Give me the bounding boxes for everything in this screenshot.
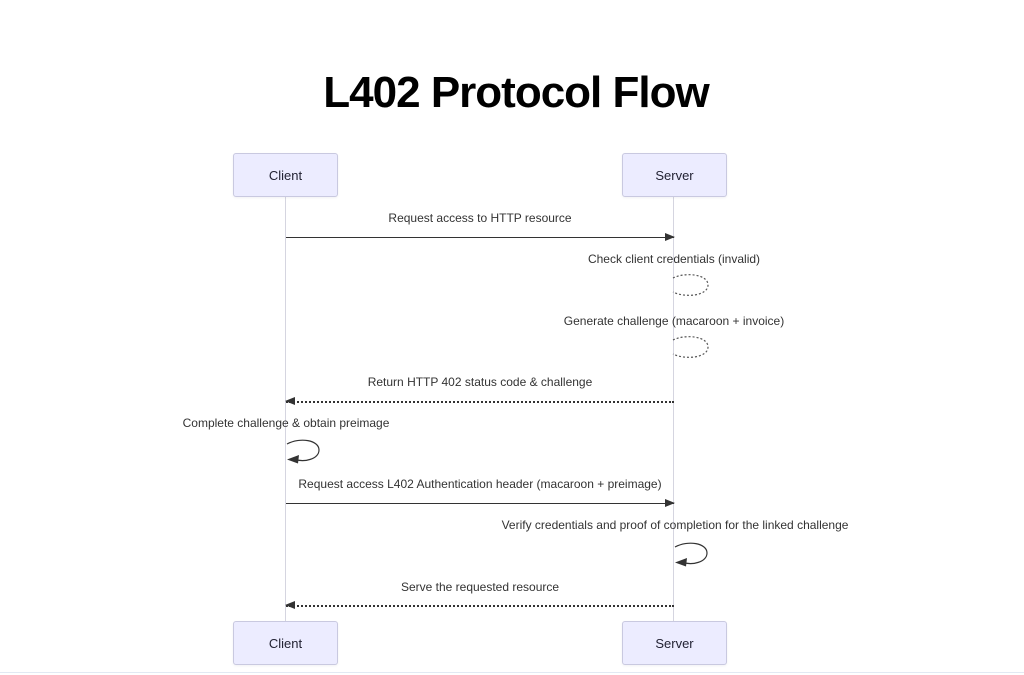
message-7-label: Verify credentials and proof of completi… [501, 518, 849, 532]
message-1-label: Request access to HTTP resource [388, 211, 572, 225]
actor-server-top: Server [622, 153, 727, 197]
message-4-label: Return HTTP 402 status code & challenge [367, 375, 593, 389]
actor-server-bottom: Server [622, 621, 727, 665]
actor-client-bottom-label: Client [268, 635, 303, 651]
message-8-label: Serve the requested resource [400, 580, 560, 594]
actor-client-top: Client [233, 153, 338, 197]
message-1-arrow [286, 233, 675, 241]
diagram-title: L402 Protocol Flow [323, 68, 709, 117]
bottom-divider [0, 672, 1024, 673]
message-7-self-loop [674, 542, 708, 567]
message-2-label: Check client credentials (invalid) [587, 252, 761, 266]
actor-client-bottom: Client [233, 621, 338, 665]
message-5-self-loop [286, 439, 320, 464]
actor-server-top-label: Server [655, 167, 694, 183]
message-2-self-loop [672, 274, 709, 296]
server-lifeline [673, 197, 674, 621]
message-6-label: Request access L402 Authentication heade… [298, 477, 662, 491]
message-3-label: Generate challenge (macaroon + invoice) [563, 314, 785, 328]
message-6-arrow [286, 499, 675, 507]
actor-server-bottom-label: Server [655, 635, 694, 651]
message-8-arrow [285, 601, 674, 609]
message-5-label: Complete challenge & obtain preimage [182, 416, 390, 430]
message-4-arrow [285, 397, 674, 405]
actor-client-top-label: Client [268, 167, 303, 183]
client-lifeline [285, 197, 286, 621]
message-3-self-loop [672, 336, 709, 358]
